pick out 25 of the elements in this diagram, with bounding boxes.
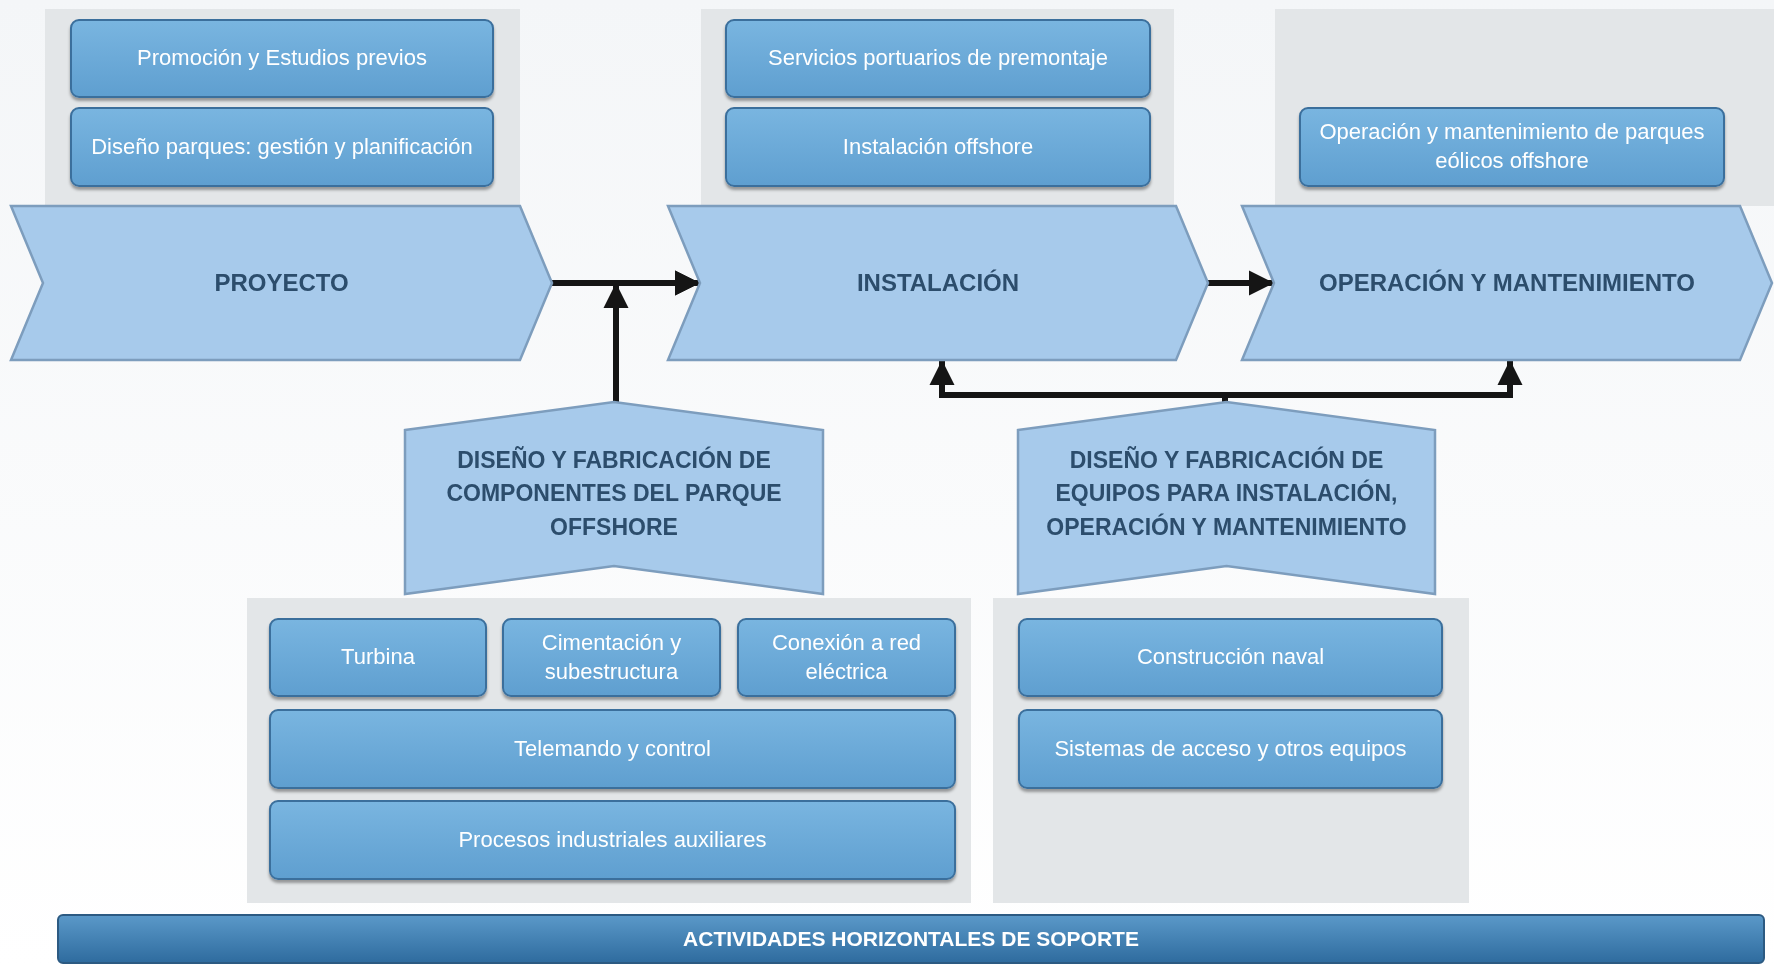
activity-box: Procesos industriales auxiliares [269, 800, 956, 880]
panel-background [701, 9, 1174, 206]
panel-background [247, 598, 971, 903]
activity-box: Conexión a red eléctrica [737, 618, 956, 697]
stage-label: INSTALACIÓN [856, 267, 1020, 298]
arrow [1222, 360, 1523, 402]
activity-box: Turbina [269, 618, 487, 697]
activity-box: Construcción naval [1018, 618, 1443, 697]
stage-label: DISEÑO Y FABRICACIÓN DE COMPONENTES DEL PARQUE OFFSHORE [445, 445, 783, 542]
activity-box: Operación y mantenimiento de parques eólicos offshore [1299, 107, 1725, 187]
stage-label: DISEÑO Y FABRICACIÓN DE EQUIPOS PARA INSTALACIÓN, OPERACIÓN Y MANTENIMIENTO [1045, 445, 1408, 542]
activity-box: Servicios portuarios de premontaje [725, 19, 1151, 98]
panel-background [1275, 9, 1774, 206]
stage-label: PROYECTO [214, 267, 349, 298]
arrow [1208, 270, 1274, 296]
stage-label: OPERACIÓN Y MANTENIMIENTO [1318, 267, 1695, 298]
activity-box: Instalación offshore [725, 107, 1151, 187]
activity-box: Telemando y control [269, 709, 956, 789]
activity-box: Promoción y Estudios previos [70, 19, 494, 98]
activity-box: Cimentación y subestructura [502, 618, 721, 697]
support-bar: ACTIVIDADES HORIZONTALES DE SOPORTE [57, 914, 1765, 964]
panel-background [993, 598, 1469, 903]
activity-box: Diseño parques: gestión y planificación [70, 107, 494, 187]
activity-box: Sistemas de acceso y otros equipos [1018, 709, 1443, 789]
panel-background [45, 9, 520, 206]
